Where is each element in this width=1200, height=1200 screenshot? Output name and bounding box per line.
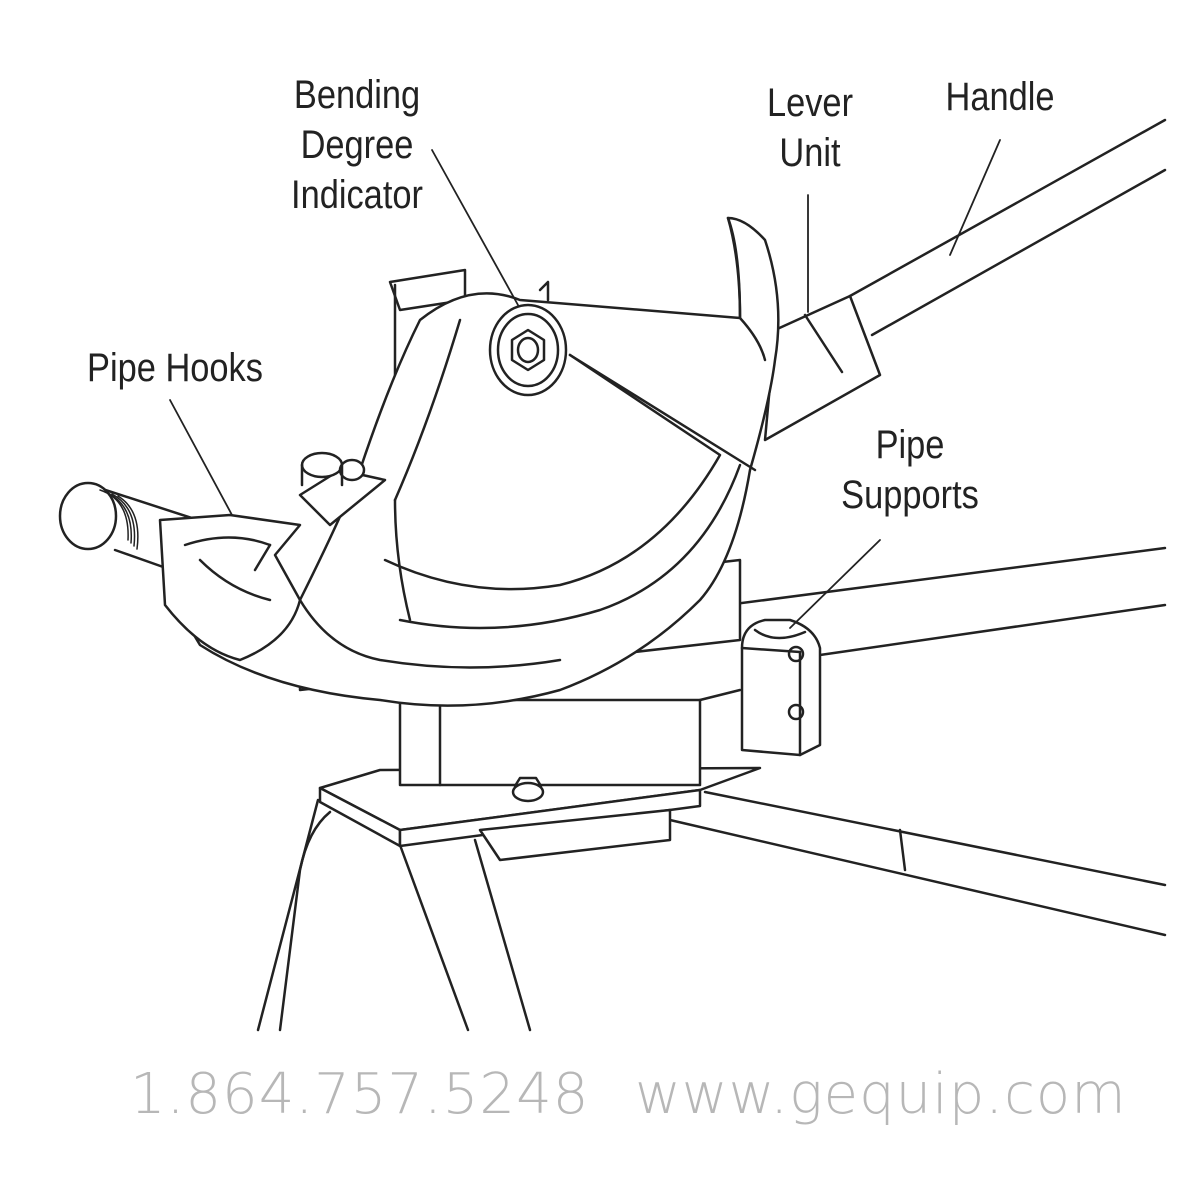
pipe-drawing [58, 481, 237, 582]
label-supports-line-2: Supports [841, 473, 979, 517]
website-url[interactable]: www.gequip.com [635, 1062, 1127, 1127]
handle-drawing [848, 118, 1167, 337]
degree-indicator-drawing [488, 303, 568, 397]
leader-lines [169, 139, 1001, 629]
leader-pipe-supports [789, 539, 881, 629]
leader-pipe-hooks [169, 399, 233, 516]
label-bending-line-1: Bending [293, 73, 421, 117]
label-handle: Handle [945, 75, 1055, 119]
label-lever-line-1: Lever [766, 81, 854, 125]
label-lever-line-2: Unit [779, 131, 841, 175]
front-rail-drawing [668, 790, 1167, 937]
label-pipe-supports: Pipe Supports [833, 420, 988, 520]
phone-number: 1.864.757.5248 [130, 1062, 590, 1127]
leader-handle [949, 139, 1001, 256]
pipe-support-drawing [740, 618, 822, 757]
base-bolt-drawing [511, 776, 545, 803]
pipe-hook-drawing [158, 513, 302, 662]
hook-bolt-drawing [298, 451, 387, 527]
label-bending-line-2: Degree [300, 123, 414, 167]
label-bending-line-3: Indicator [291, 173, 423, 217]
bending-die-drawing [183, 216, 780, 707]
label-supports-line-1: Pipe [875, 423, 945, 467]
leader-bending-degree [431, 149, 519, 306]
label-pipe-hooks: Pipe Hooks [87, 346, 263, 390]
label-lever-unit: Lever Unit [758, 78, 861, 178]
mount-block-drawing [398, 688, 742, 787]
lever-unit-drawing [763, 294, 882, 442]
label-bending-degree-indicator: Bending Degree Indicator [275, 70, 438, 220]
legs-drawing [256, 798, 532, 1032]
